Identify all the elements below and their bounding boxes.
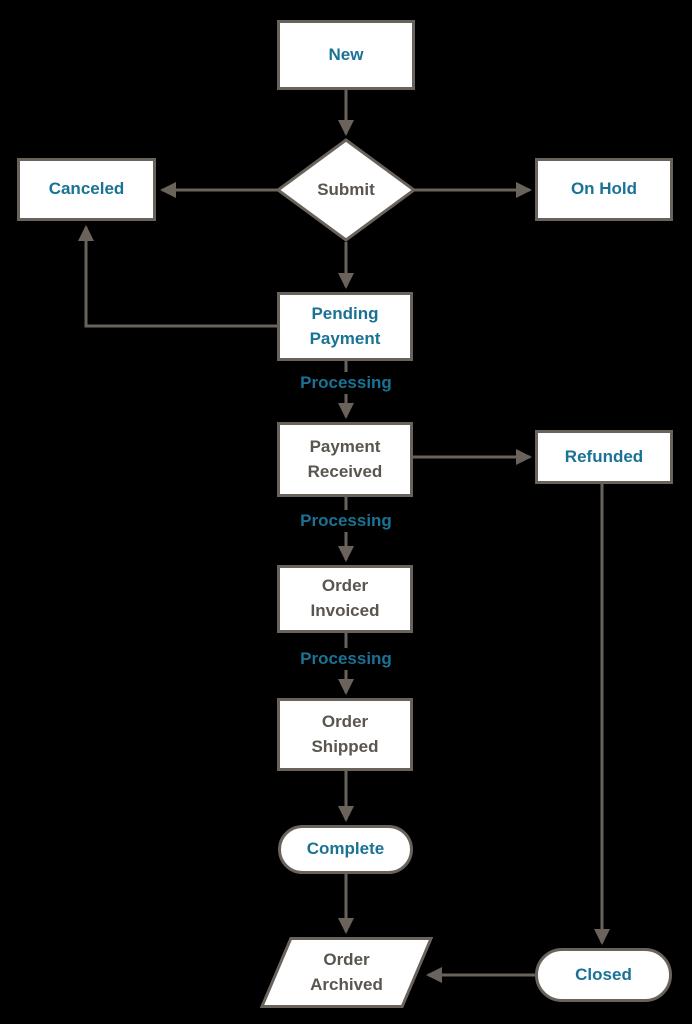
node-canceled-label: Canceled xyxy=(48,179,125,199)
node-payment-received-label: Payment Received xyxy=(307,436,383,481)
node-submit: Submit xyxy=(276,138,416,242)
node-on-hold-label: On Hold xyxy=(570,179,638,199)
node-on-hold: On Hold xyxy=(535,158,673,221)
edge-pending-to-canceled xyxy=(78,225,277,328)
node-order-archived-label: Order Archived xyxy=(310,949,383,994)
node-payment-received: Payment Received xyxy=(277,422,413,497)
node-order-invoiced: Order Invoiced xyxy=(277,565,413,633)
node-canceled: Canceled xyxy=(17,158,156,221)
node-pending-payment: Pending Payment xyxy=(277,292,413,361)
node-order-invoiced-label: Order Invoiced xyxy=(310,576,380,620)
node-closed: Closed xyxy=(535,948,672,1002)
edge-label-processing-1: Processing xyxy=(296,372,396,394)
node-pending-payment-label: Pending Payment xyxy=(309,303,381,348)
node-new: New xyxy=(277,20,415,90)
node-closed-label: Closed xyxy=(575,964,632,984)
node-new-label: New xyxy=(328,44,364,64)
edge-label-processing-3: Processing xyxy=(296,648,396,670)
node-order-archived: Order Archived xyxy=(259,937,434,1008)
node-order-shipped: Order Shipped xyxy=(277,698,413,771)
node-order-shipped-label: Order Shipped xyxy=(311,711,379,756)
node-refunded: Refunded xyxy=(535,430,673,484)
node-refunded-label: Refunded xyxy=(564,446,644,466)
node-submit-label: Submit xyxy=(317,180,375,199)
edge-label-processing-2: Processing xyxy=(296,510,396,532)
diamond-shape xyxy=(276,138,416,242)
node-complete: Complete xyxy=(278,825,413,874)
node-complete-label: Complete xyxy=(306,839,385,859)
